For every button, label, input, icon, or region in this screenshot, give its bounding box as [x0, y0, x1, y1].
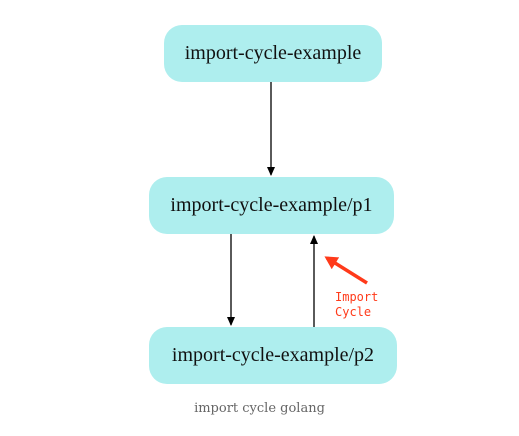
- node-label: import-cycle-example: [184, 42, 362, 64]
- import-cycle-annotation: Import Cycle: [335, 290, 378, 320]
- node-import-cycle-example-p1: import-cycle-example/p1: [149, 177, 394, 234]
- annotation-line-1: Import: [335, 290, 379, 304]
- annotation-arrow: [324, 256, 368, 285]
- node-label: import-cycle-example/p1: [170, 194, 373, 216]
- node-import-cycle-example-p2: import-cycle-example/p2: [149, 327, 397, 384]
- node-label: import-cycle-example/p2: [171, 344, 375, 366]
- node-import-cycle-example: import-cycle-example: [164, 25, 382, 82]
- annotation-line-2: Cycle: [335, 305, 372, 319]
- figure-caption: import cycle golang: [194, 401, 325, 416]
